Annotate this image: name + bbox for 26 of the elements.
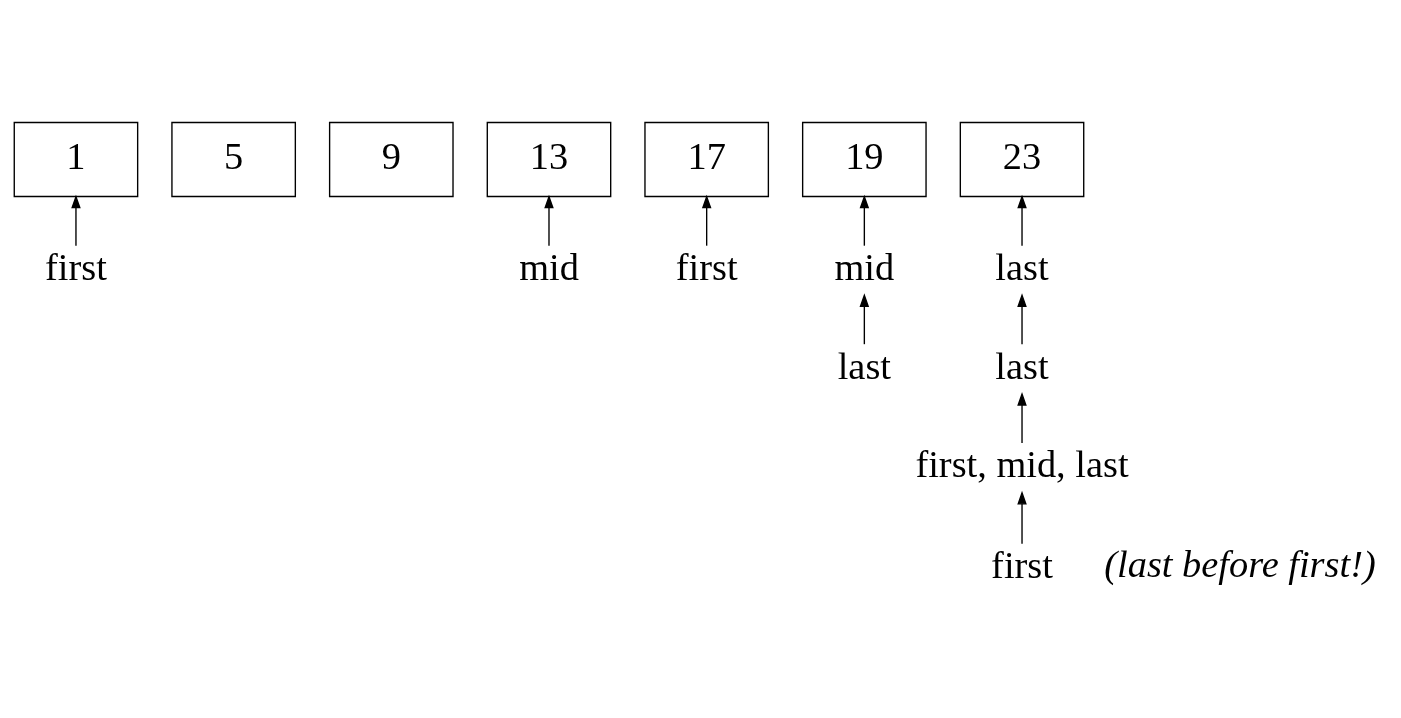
arrow: [71, 194, 81, 247]
node-box: 9: [328, 121, 454, 198]
node-text: mid: [519, 246, 579, 289]
arrow: [1017, 194, 1027, 247]
node-box: 19: [801, 121, 927, 198]
node-text: first: [45, 246, 107, 289]
node-box: 1: [13, 121, 139, 198]
node-text: last: [837, 344, 891, 387]
node-text: last: [995, 246, 1049, 289]
node-text: first: [991, 544, 1053, 587]
arrow: [1017, 293, 1027, 345]
node-text: first, mid, last: [915, 443, 1129, 486]
node-box: 23: [959, 121, 1085, 198]
node-box: 13: [486, 121, 612, 198]
arrow: [859, 293, 870, 345]
node-box: 5: [171, 121, 297, 198]
arrow: [859, 194, 870, 247]
node-text: mid: [834, 246, 895, 289]
arrow: [701, 194, 712, 247]
arrow: [544, 194, 554, 247]
node-text: first: [675, 246, 738, 289]
arrow: [1017, 490, 1027, 545]
node-text: last: [995, 344, 1049, 387]
arrow: [1017, 392, 1027, 444]
node-box: 17: [644, 121, 770, 198]
label: (last before first!): [1104, 542, 1376, 585]
